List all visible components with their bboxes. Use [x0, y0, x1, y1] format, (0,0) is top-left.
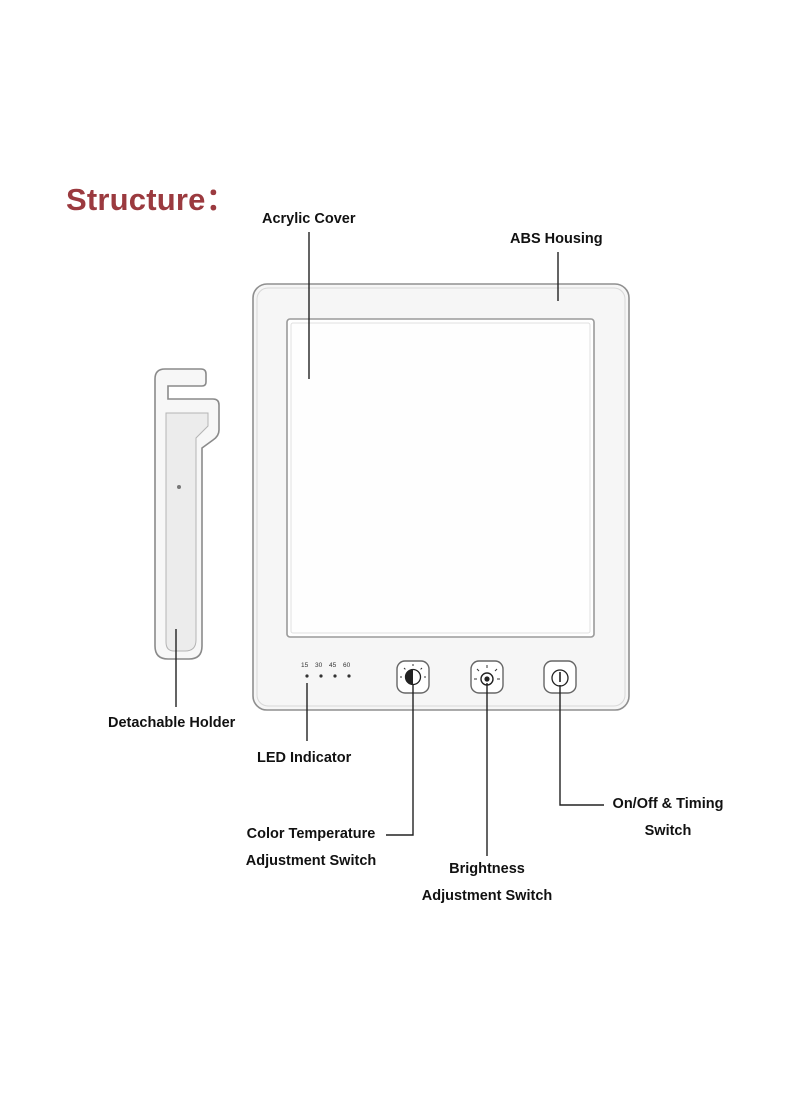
leader-color-temperature	[386, 685, 414, 836]
timer-label-45: 45	[329, 662, 337, 669]
label-color-temperature-line1: Color Temperature	[246, 826, 376, 842]
label-onoff-timing: On/Off & Timing Switch	[605, 791, 731, 845]
label-abs-housing: ABS Housing	[510, 231, 603, 247]
timer-label-15: 15	[301, 662, 309, 669]
onoff-timing-switch	[543, 660, 577, 694]
leader-onoff-timing	[559, 685, 604, 806]
label-led-indicator: LED Indicator	[257, 750, 352, 766]
label-detachable-holder: Detachable Holder	[108, 715, 236, 731]
color-temperature-switch	[396, 660, 430, 694]
timer-label-60: 60	[343, 662, 351, 669]
structure-heading: Structure：	[66, 182, 237, 217]
led-dot	[347, 674, 351, 678]
label-brightness: Brightness Adjustment Switch	[415, 856, 559, 910]
timer-label-30: 30	[315, 662, 323, 669]
label-onoff-timing-line1: On/Off & Timing	[612, 796, 724, 812]
acrylic-cover-inner	[290, 322, 591, 634]
label-brightness-line2: Adjustment Switch	[421, 888, 553, 904]
label-color-temperature-line2: Adjustment Switch	[245, 853, 377, 869]
led-dot	[319, 674, 323, 678]
label-color-temperature: Color Temperature Adjustment Switch	[240, 821, 382, 875]
detachable-holder-shape	[154, 368, 220, 660]
label-brightness-line1: Brightness	[449, 861, 525, 877]
housing-inner-edge	[256, 287, 626, 707]
label-onoff-timing-line2: Switch	[644, 823, 692, 839]
label-acrylic-cover: Acrylic Cover	[262, 211, 356, 227]
led-dot	[305, 674, 309, 678]
led-dot	[333, 674, 337, 678]
